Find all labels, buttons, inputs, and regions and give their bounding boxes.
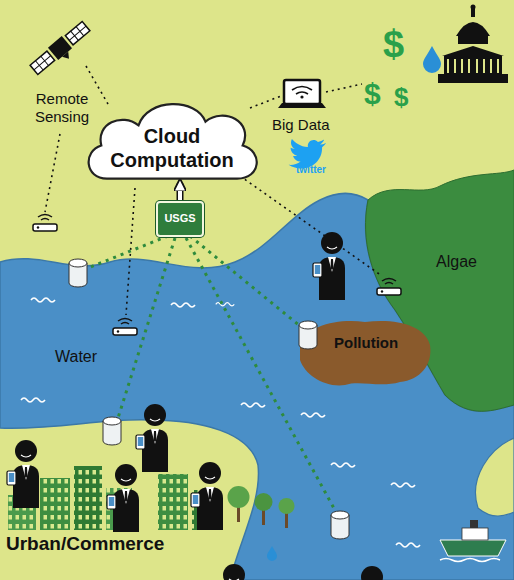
ship — [440, 520, 506, 562]
source-label: Remote Sensing — [18, 90, 106, 126]
satellite-icon — [30, 51, 55, 74]
trees — [228, 486, 250, 508]
sensor-links — [190, 236, 300, 326]
water-waves — [241, 403, 265, 407]
water-waves — [331, 463, 355, 467]
people — [313, 232, 345, 300]
trees — [228, 486, 295, 528]
buildings — [40, 478, 70, 530]
router-icons — [33, 215, 401, 336]
sensor-tanks — [331, 511, 349, 539]
sensor-tanks — [69, 259, 349, 539]
arrow-shaft — [178, 184, 182, 200]
people — [107, 464, 139, 532]
capitol-building — [438, 5, 508, 84]
brand-text: twitter — [296, 164, 326, 176]
money-symbol: $ — [364, 76, 381, 112]
capitol-building — [442, 46, 504, 56]
people — [7, 440, 39, 508]
ship — [462, 528, 488, 540]
laptop-icon — [300, 95, 303, 98]
region-label: Algae — [436, 252, 477, 271]
region-label: Pollution — [334, 334, 398, 352]
data-links — [45, 134, 60, 212]
laptop-icon — [284, 80, 320, 104]
data-links — [86, 66, 108, 104]
water-waves — [21, 398, 45, 402]
buildings — [40, 478, 70, 530]
laptop-icon — [278, 103, 326, 108]
laptop-icon — [278, 80, 326, 108]
satellite-icon — [62, 52, 72, 62]
satellite-icon — [30, 51, 55, 74]
buildings — [74, 466, 102, 530]
water-waves — [171, 303, 195, 307]
water-waves — [216, 303, 234, 306]
pollution-region — [300, 321, 430, 386]
sensor-links — [118, 238, 175, 418]
water-waves — [301, 413, 325, 417]
people — [215, 564, 247, 580]
data-links — [45, 66, 382, 315]
water-drop — [267, 546, 277, 561]
money-symbol: $ — [383, 22, 404, 68]
money-symbol: $ — [394, 82, 408, 113]
router-icons — [33, 215, 57, 232]
water-waves — [21, 298, 420, 547]
source-label: Big Data — [272, 116, 330, 134]
capitol-building — [448, 59, 498, 73]
water-waves — [31, 298, 55, 302]
people — [136, 404, 168, 472]
data-links — [240, 176, 382, 276]
cloud-shape: Cloud Computation — [79, 94, 265, 186]
satellite-icon — [65, 22, 90, 45]
people — [353, 566, 385, 580]
trees — [279, 498, 295, 514]
satellite-icon — [65, 22, 90, 45]
region-label: Water — [55, 347, 97, 366]
router-icons — [377, 279, 401, 296]
region-label: Urban/Commerce — [6, 533, 164, 556]
shore-land — [476, 438, 514, 516]
capitol-building — [456, 22, 490, 36]
cloud-label: Cloud Computation — [109, 124, 235, 172]
capitol-building — [471, 5, 476, 10]
sensor-tanks — [103, 417, 121, 445]
laptop-icon — [292, 87, 312, 95]
logo-badge: USGS — [156, 201, 204, 237]
trees — [255, 493, 273, 511]
upload-arrow — [180, 184, 181, 200]
ship — [470, 520, 478, 528]
sensor-links — [88, 236, 168, 268]
arrow-outline — [177, 184, 184, 200]
satellite-icon — [29, 20, 95, 81]
capitol-building — [438, 74, 508, 83]
water-waves — [391, 483, 415, 487]
buildings — [158, 474, 188, 530]
ship — [440, 540, 506, 556]
sensor-tanks — [299, 321, 317, 349]
sensor-tanks — [69, 259, 87, 287]
water-waves — [396, 543, 420, 547]
capitol-building — [444, 56, 502, 74]
buildings — [74, 466, 102, 530]
data-links — [250, 96, 281, 108]
people — [191, 462, 223, 530]
buildings — [158, 474, 188, 530]
router-icons — [113, 319, 137, 336]
water-drop — [423, 46, 441, 73]
people — [7, 232, 385, 580]
data-links — [326, 84, 362, 92]
cloud-outline — [89, 104, 257, 179]
logo-text: USGS — [163, 212, 197, 225]
ship — [440, 559, 500, 562]
